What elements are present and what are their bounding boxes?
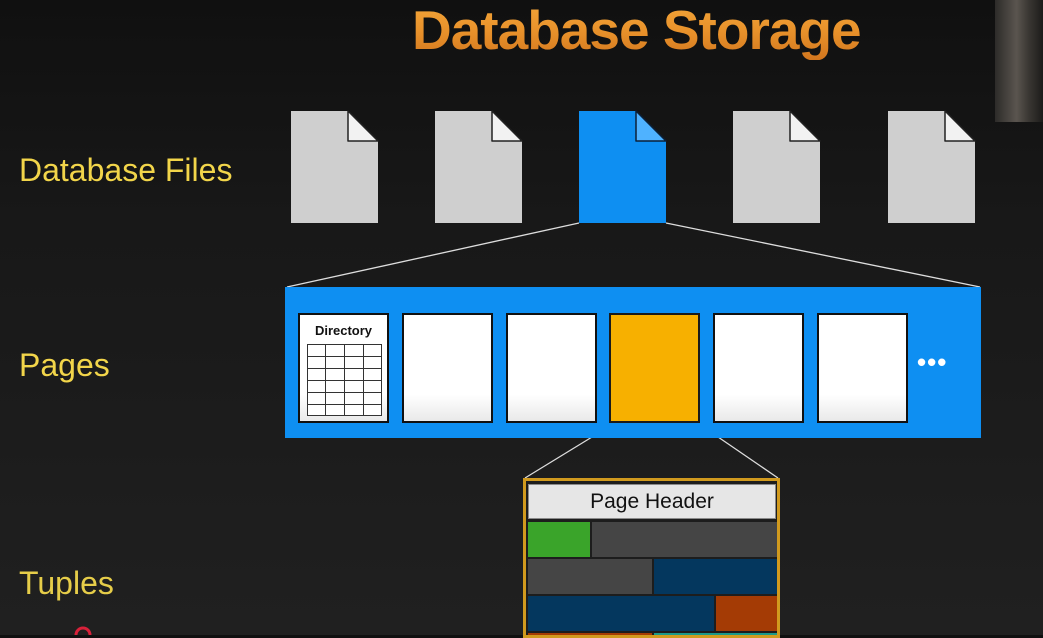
page-5 — [713, 313, 804, 423]
file-fold-icon — [944, 110, 976, 142]
tuple-gray — [592, 522, 777, 557]
page-2 — [402, 313, 493, 423]
tuple-gray — [528, 559, 652, 594]
tuples-label: Tuples — [19, 565, 114, 601]
more-pages-ellipsis: ••• — [917, 347, 948, 377]
database-files-row — [291, 110, 976, 223]
tuple-rust — [528, 633, 652, 635]
tuple-page-detail: Page Header — [523, 478, 780, 638]
page-6 — [817, 313, 908, 423]
slide-title: Database Storage — [412, 0, 912, 60]
pages-container: Directory ••• — [285, 287, 981, 438]
pages-label: Pages — [19, 347, 110, 383]
zoom-line-right — [665, 222, 981, 288]
page-selected — [609, 313, 700, 423]
page-3 — [506, 313, 597, 423]
file-fold-icon — [789, 110, 821, 142]
tuple-teal — [654, 633, 777, 635]
tuple-navy — [654, 559, 777, 594]
directory-label: Directory — [314, 323, 373, 338]
zoom-line-left — [286, 222, 580, 288]
tuple-navy — [528, 596, 714, 631]
tuple-green — [528, 522, 590, 557]
database-files-label: Database Files — [19, 152, 233, 188]
page-header: Page Header — [528, 484, 776, 519]
tuple-rust — [716, 596, 777, 631]
presenter-video-thumbnail — [995, 0, 1043, 122]
file-fold-icon — [635, 110, 667, 142]
file-fold-icon — [347, 110, 379, 142]
directory-grid-icon — [307, 344, 382, 416]
red-marker-icon — [74, 626, 92, 635]
file-fold-icon — [491, 110, 523, 142]
directory-page: Directory — [298, 313, 389, 423]
